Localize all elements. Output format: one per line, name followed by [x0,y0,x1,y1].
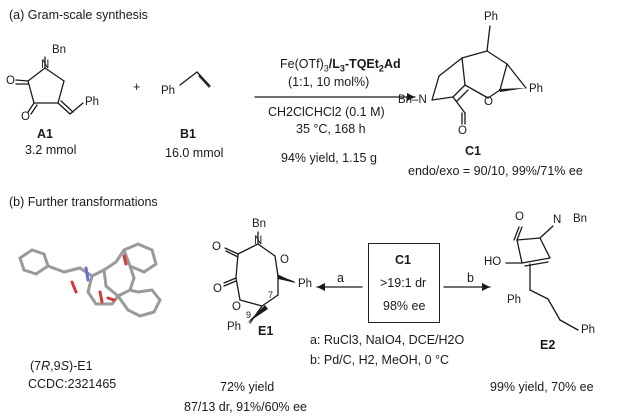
catalyst-ratio: (1:1, 10 mol%) [288,75,370,89]
C1-ph-top: Ph [484,11,499,23]
structure-B1 [179,71,211,88]
footnote-a: a: RuCl3, NaIO4, DCE/H2O [310,333,465,347]
structure-E2 [505,225,579,331]
E1-n: N [254,235,263,247]
arrow-b-label: b [467,271,474,285]
E1-o-ketone: O [280,254,289,266]
A1-o2-label: O [21,111,30,123]
B1-amount: 16.0 mmol [165,146,224,160]
E1-ph1: Ph [298,278,313,290]
center-box-ee: 98% ee [383,299,426,313]
arrowhead-a [407,93,415,101]
crystal-ccdc: CCDC:2321465 [28,377,117,391]
crystal-heteroatoms [70,254,128,304]
A1-n-label: N [41,59,50,71]
arrow-a-label: a [337,271,344,285]
E2-bn: Bn [573,213,588,225]
plus-sign: + [133,80,141,94]
section-a-title: (a) Gram-scale synthesis [9,8,148,22]
temperature-time: 35 °C, 168 h [296,122,366,136]
A1-amount: 3.2 mmol [25,143,77,157]
section-b-title: (b) Further transformations [9,195,158,209]
C1-o-carbonyl: O [458,125,467,137]
yield-a: 94% yield, 1.15 g [281,151,377,165]
A1-ph-label: Ph [85,96,100,108]
E2-result: 99% yield, 70% ee [490,380,594,394]
arrowhead-right [482,283,490,291]
E1-label: E1 [258,324,274,338]
C1-label: C1 [465,144,481,158]
E2-ho: HO [484,256,502,268]
structure-C1 [431,25,527,125]
C1-selectivity: endo/exo = 90/10, 99%/71% ee [408,164,583,178]
E2-ph2: Ph [581,324,596,336]
footnote-b: b: Pd/C, H2, MeOH, 0 °C [310,353,450,367]
C1-bn-n: Bn–N [398,94,427,106]
structure-A1 [15,56,84,115]
E1-bn: Bn [252,218,267,230]
crystal-structure-image [18,242,162,318]
A1-bn-label: Bn [52,44,67,56]
center-box-C1 [368,243,440,323]
E2-label: E2 [540,338,556,352]
E2-ph1: Ph [507,294,522,306]
E1-o-top: O [212,241,221,253]
E2-n: N [553,214,562,226]
E1-ph2: Ph [227,321,242,333]
A1-label: A1 [37,127,53,141]
E1-yield: 72% yield [220,380,275,394]
center-box-dr: >19:1 dr [380,276,427,290]
center-box-label: C1 [395,253,411,267]
E1-o-ring: O [232,301,241,313]
E1-o-mid: O [213,283,222,295]
E2-o: O [515,211,524,223]
solvent: CH2ClCHCl2 (0.1 M) [268,105,385,119]
A1-o1-label: O [6,75,15,87]
B1-ph-label: Ph [161,85,176,97]
arrowhead-left [317,283,325,291]
C1-ph-right: Ph [529,83,544,95]
crystal-label: (7R,9S)-E1 [30,359,93,373]
C1-o-ring: O [484,96,493,108]
E1-selectivity: 87/13 dr, 91%/60% ee [184,400,308,414]
catalyst-line: Fe(OTf)3/L3-TQEt2Ad [280,57,401,74]
B1-label: B1 [180,127,196,141]
E1-num9: 9 [246,310,252,320]
E1-num7: 7 [268,290,274,300]
